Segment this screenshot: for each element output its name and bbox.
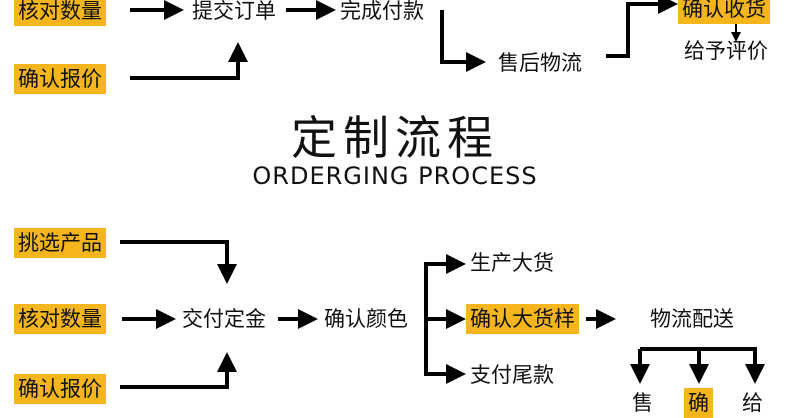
node-pay-deposit: 交付定金 (182, 307, 266, 331)
node-confirm-quote-top: 确认报价 (14, 64, 106, 94)
arrow-logistics-to-receipt (606, 0, 678, 58)
node-count-qty-bottom: 核对数量 (14, 304, 106, 334)
node-submit-order: 提交订单 (192, 0, 276, 23)
node-logistics-delivery: 物流配送 (650, 307, 734, 331)
node-select-product: 挑选产品 (14, 228, 106, 258)
flow-arrows (120, 0, 765, 389)
node-confirm-receipt: 确认收货 (678, 0, 770, 24)
arrow-select-down (120, 240, 237, 284)
page-title: 定制流程 (291, 111, 499, 165)
arrow-color-branch-bot (424, 319, 466, 384)
node-end-3: 给 (742, 391, 763, 415)
node-end-2: 确 (684, 388, 713, 418)
node-complete-payment: 完成付款 (340, 0, 424, 23)
arrow-pay-to-logistics (440, 10, 486, 72)
arrow-quote-up (130, 42, 248, 80)
node-confirm-color: 确认颜色 (324, 307, 408, 331)
arrow-quote-up-2 (120, 352, 237, 389)
node-give-review: 给予评价 (684, 39, 768, 63)
arrow-color-branch-top (424, 254, 466, 319)
node-confirm-quote-bottom: 确认报价 (14, 374, 106, 404)
page-subtitle: ORDERGING PROCESS (252, 162, 538, 190)
node-confirm-bulk-sample: 确认大货样 (466, 304, 579, 334)
node-after-sales-logistics: 售后物流 (498, 51, 582, 75)
node-mass-production: 生产大货 (470, 251, 554, 275)
node-count-qty-top: 核对数量 (14, 0, 106, 26)
node-end-1: 售 (632, 391, 653, 415)
node-pay-balance: 支付尾款 (470, 363, 554, 387)
